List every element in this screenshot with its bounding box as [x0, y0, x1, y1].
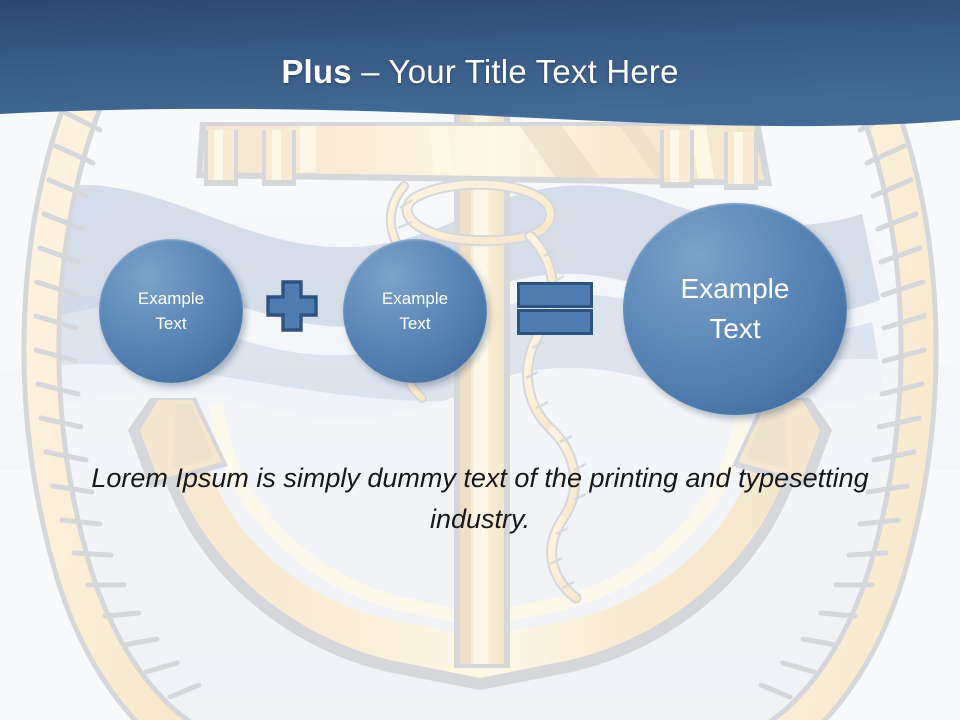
rope-border	[21, 76, 939, 720]
diagram-circle-1[interactable]: Example Text	[99, 239, 243, 383]
anchor-graphic	[128, 108, 832, 690]
equals-bar-top	[517, 282, 593, 308]
diagram-circle-3[interactable]: Example Text	[623, 203, 847, 415]
anchor-shank-shadow	[460, 108, 471, 664]
anchor-stock	[196, 122, 772, 190]
caption-text: Lorem Ipsum is simply dummy text of the …	[91, 463, 869, 534]
circle-1-line1: Example	[137, 289, 205, 308]
equals-icon[interactable]	[517, 282, 593, 335]
page-title-bold: Plus	[281, 53, 352, 90]
plus-icon[interactable]	[265, 279, 319, 333]
header-band-shape	[0, 0, 960, 127]
anchor-arms	[160, 398, 800, 678]
anchor-flukes	[128, 398, 832, 488]
anchor-shank-highlight	[474, 108, 488, 664]
diagram-circle-2[interactable]: Example Text	[343, 239, 487, 383]
circle-1-line2: Text	[155, 314, 187, 333]
circle-2-line2: Text	[399, 314, 431, 333]
equals-bar-bottom	[517, 309, 593, 335]
page-title: Plus – Your Title Text Here	[0, 52, 960, 92]
circle-2-line1: Example	[381, 289, 449, 308]
page-title-rest: – Your Title Text Here	[351, 53, 679, 90]
circle-3-line2: Text	[709, 313, 761, 344]
circle-3-line1: Example	[680, 273, 790, 304]
